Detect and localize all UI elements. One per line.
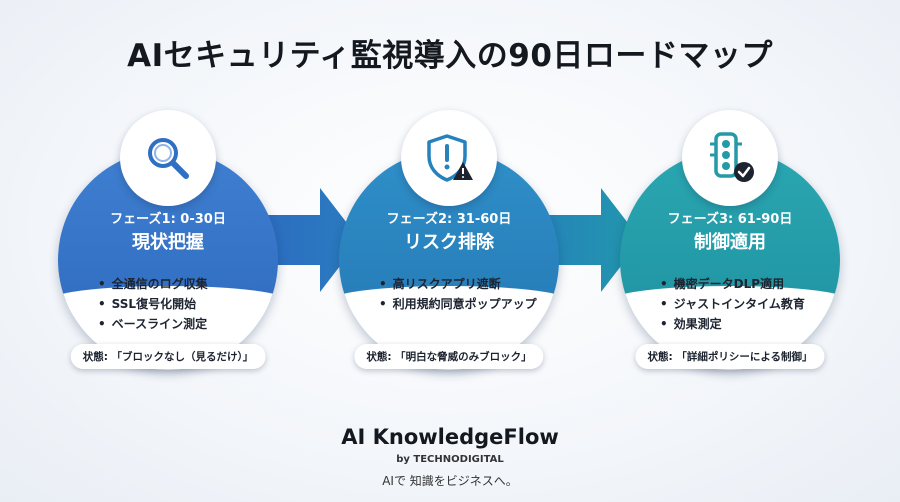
phase-3: フェーズ3: 61-90日 制御適用 機密データDLP適用 ジャストインタイム教… xyxy=(620,110,840,380)
brand-byline: by TECHNODIGITAL xyxy=(396,454,504,465)
phase-2: フェーズ2: 31-60日 リスク排除 高リスクアプリ遮断 利用規約同意ポップア… xyxy=(339,110,559,380)
phase-1-name: 現状把握 xyxy=(132,232,204,253)
list-item: ジャストインタイム教育 xyxy=(660,294,805,314)
list-item: 高リスクアプリ遮断 xyxy=(379,274,537,294)
brand-name: AI KnowledgeFlow xyxy=(341,425,559,449)
list-item: 効果測定 xyxy=(660,314,805,334)
magnifier-icon xyxy=(148,138,189,179)
phase-3-icon-badge xyxy=(682,110,778,206)
brand-tagline: AIで 知識をビジネスへ。 xyxy=(382,474,518,488)
phase-1-icon-badge xyxy=(120,110,216,206)
list-item: 機密データDLP適用 xyxy=(660,274,805,294)
shield-alert-icon xyxy=(427,134,473,182)
phase-2-name: リスク排除 xyxy=(404,232,494,253)
list-item: 全通信のログ収集 xyxy=(98,274,208,294)
phase-2-status: 状態: 「明白な脅威のみブロック」 xyxy=(354,344,544,369)
phase-1-status: 状態: 「ブロックなし（見るだけ）」 xyxy=(70,344,266,369)
phase-1-list: 全通信のログ収集 SSL復号化開始 ベースライン測定 xyxy=(98,274,208,334)
phase-3-list: 機密データDLP適用 ジャストインタイム教育 効果測定 xyxy=(660,274,805,334)
phase-3-name: 制御適用 xyxy=(694,232,766,253)
list-item: SSL復号化開始 xyxy=(98,294,208,314)
phase-2-heading: フェーズ2: 31-60日 xyxy=(386,212,512,227)
traffic-light-check-icon xyxy=(710,132,754,182)
list-item: ベースライン測定 xyxy=(98,314,208,334)
page-title: AIセキュリティ監視導入の90日ロードマップ xyxy=(127,38,773,74)
phase-1: フェーズ1: 0-30日 現状把握 全通信のログ収集 SSL復号化開始 ベースラ… xyxy=(58,110,278,380)
phase-3-status: 状態: 「詳細ポリシーによる制御」 xyxy=(635,344,825,369)
phase-2-list: 高リスクアプリ遮断 利用規約同意ポップアップ xyxy=(379,274,537,314)
phase-1-heading: フェーズ1: 0-30日 xyxy=(110,212,226,227)
arrow-2 xyxy=(543,188,641,292)
arrow-1 xyxy=(262,188,360,292)
phase-2-icon-badge xyxy=(401,110,497,206)
list-item: 利用規約同意ポップアップ xyxy=(379,294,537,314)
phase-3-heading: フェーズ3: 61-90日 xyxy=(667,212,793,227)
